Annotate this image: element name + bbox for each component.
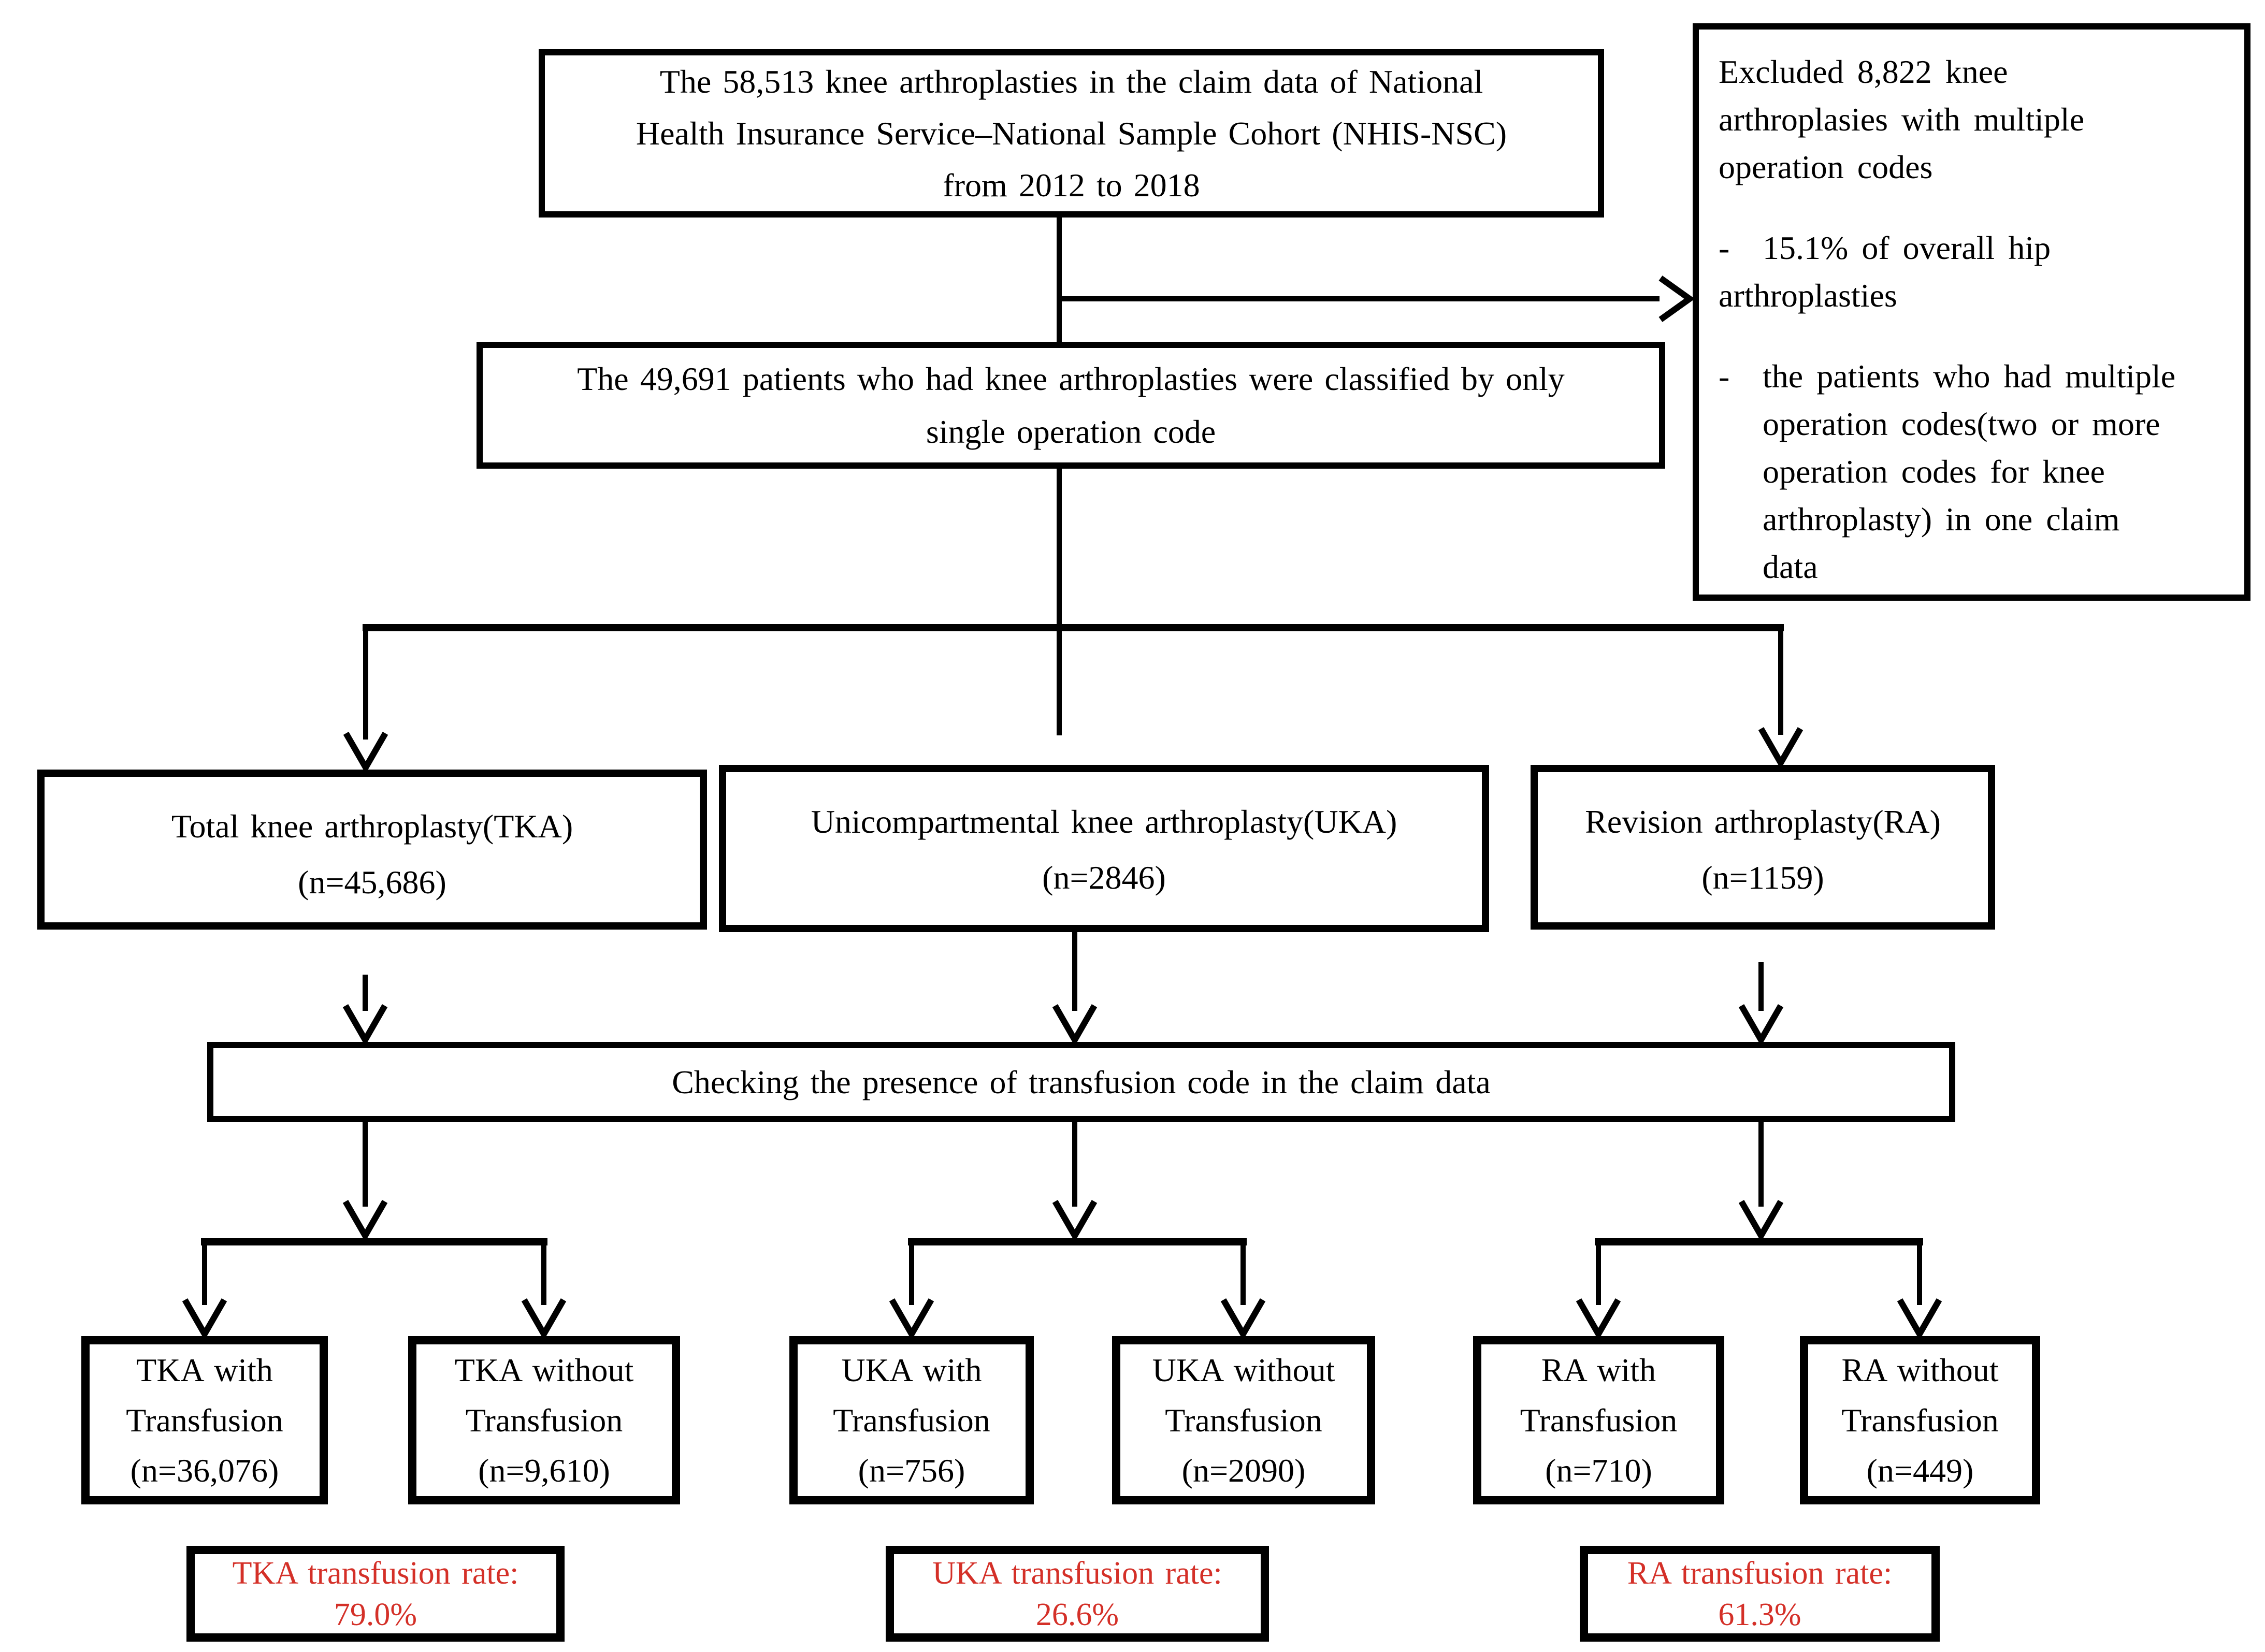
ra-without-box: RA without Transfusion (n=449)	[1800, 1336, 2040, 1504]
arrowhead-down-checking-mid-icon	[1052, 1004, 1098, 1047]
arrowhead-down-rabar-icon	[1738, 1200, 1784, 1242]
ra-without-text: Transfusion	[1841, 1402, 1999, 1439]
ra-box: Revision arthroplasty(RA) (n=1159)	[1531, 765, 1995, 930]
arrowhead-down-tka-icon	[343, 732, 388, 774]
arrowhead-down-checking-left-icon	[342, 1004, 388, 1047]
source-cohort-box: The 58,513 knee arthroplasties in the cl…	[539, 49, 1604, 218]
arrowhead-down-ra-with-icon	[1576, 1298, 1621, 1341]
excluded-text: operation codes(two or more	[1763, 405, 2160, 442]
tka-box: Total knee arthroplasty(TKA) (n=45,686)	[37, 770, 707, 930]
ra-count: (n=1159)	[1701, 859, 1824, 896]
uka-without-box: UKA without Transfusion (n=2090)	[1112, 1336, 1375, 1504]
arrowhead-right-excluded-icon	[1658, 276, 1695, 322]
uka-rate-value: 26.6%	[1035, 1597, 1119, 1632]
excluded-text: arthroplasies with multiple	[1719, 101, 2085, 138]
tka-without-count: (n=9,610)	[478, 1452, 610, 1489]
excluded-text: the patients who had multiple	[1763, 358, 2176, 395]
uka-with-box: UKA with Transfusion (n=756)	[789, 1336, 1034, 1504]
excluded-text: 15.1% of overall hip	[1763, 229, 2051, 266]
ra-without-text: RA without	[1841, 1352, 1999, 1388]
ra-rate-box: RA transfusion rate: 61.3%	[1580, 1546, 1940, 1642]
tka-rate-box: TKA transfusion rate: 79.0%	[186, 1546, 565, 1642]
excluded-bullet-2: - the patients who had multiple	[1719, 353, 2175, 400]
checking-box: Checking the presence of transfusion cod…	[207, 1042, 1955, 1122]
tka-label: Total knee arthroplasty(TKA)	[171, 808, 573, 845]
classified-box: The 49,691 patients who had knee arthrop…	[477, 342, 1665, 469]
tka-without-text: Transfusion	[465, 1402, 623, 1439]
tka-with-text: TKA with	[136, 1352, 273, 1388]
uka-without-count: (n=2090)	[1181, 1452, 1306, 1489]
uka-rate-box: UKA transfusion rate: 26.6%	[886, 1546, 1269, 1642]
source-cohort-text: Health Insurance Service–National Sample…	[636, 114, 1507, 152]
ra-with-text: RA with	[1541, 1352, 1656, 1388]
tka-without-text: TKA without	[454, 1352, 634, 1388]
bullet-dash: -	[1719, 358, 1730, 395]
uka-without-text: Transfusion	[1165, 1402, 1322, 1439]
uka-with-count: (n=756)	[858, 1452, 965, 1489]
arrowhead-down-uka-without-icon	[1220, 1298, 1266, 1341]
source-cohort-text: from 2012 to 2018	[943, 166, 1200, 204]
classified-text: The 49,691 patients who had knee arthrop…	[577, 360, 1565, 397]
arrowhead-down-ra-without-icon	[1897, 1298, 1942, 1341]
arrowhead-down-checking-right-icon	[1738, 1004, 1784, 1047]
tka-with-count: (n=36,076)	[130, 1452, 279, 1489]
excluded-text: arthroplasty) in one claim	[1763, 501, 2120, 538]
excluded-text: data	[1763, 548, 1818, 585]
excluded-text: Excluded 8,822 knee	[1719, 53, 2008, 90]
tka-with-text: Transfusion	[126, 1402, 283, 1439]
arrowhead-down-tka-with-icon	[182, 1298, 227, 1341]
ra-with-count: (n=710)	[1545, 1452, 1652, 1489]
classified-text: single operation code	[926, 413, 1216, 450]
tka-with-box: TKA with Transfusion (n=36,076)	[81, 1336, 328, 1504]
arrowhead-down-tka-without-icon	[521, 1298, 567, 1341]
excluded-text: operation codes	[1719, 149, 1933, 185]
excluded-text: arthroplasties	[1719, 277, 1897, 314]
tka-rate-label: TKA transfusion rate:	[232, 1555, 519, 1591]
uka-with-text: UKA with	[841, 1352, 982, 1388]
ra-rate-label: RA transfusion rate:	[1627, 1555, 1893, 1591]
arrowhead-down-ra-icon	[1758, 727, 1804, 770]
bullet-dash: -	[1719, 229, 1730, 266]
tka-rate-value: 79.0%	[334, 1597, 417, 1632]
ra-with-box: RA with Transfusion (n=710)	[1473, 1336, 1724, 1504]
tka-without-box: TKA without Transfusion (n=9,610)	[408, 1336, 680, 1504]
arrowhead-down-uka-with-icon	[889, 1298, 934, 1341]
uka-with-text: Transfusion	[833, 1402, 990, 1439]
source-cohort-text: The 58,513 knee arthroplasties in the cl…	[659, 63, 1483, 100]
ra-rate-value: 61.3%	[1718, 1597, 1801, 1632]
uka-label: Unicompartmental knee arthroplasty(UKA)	[811, 803, 1397, 840]
ra-without-count: (n=449)	[1866, 1452, 1974, 1489]
arrowhead-down-ukabar-icon	[1052, 1200, 1098, 1242]
ra-label: Revision arthroplasty(RA)	[1585, 803, 1941, 840]
excluded-box: Excluded 8,822 knee arthroplasies with m…	[1693, 23, 2250, 601]
excluded-text: operation codes for knee	[1763, 453, 2105, 490]
uka-without-text: UKA without	[1152, 1352, 1335, 1388]
excluded-bullet-1: - 15.1% of overall hip	[1719, 224, 2051, 272]
uka-rate-label: UKA transfusion rate:	[932, 1555, 1222, 1591]
uka-count: (n=2846)	[1042, 859, 1166, 896]
tka-count: (n=45,686)	[298, 864, 446, 901]
uka-box: Unicompartmental knee arthroplasty(UKA) …	[719, 765, 1489, 932]
arrowhead-down-tkabar-icon	[342, 1200, 388, 1242]
checking-text: Checking the presence of transfusion cod…	[672, 1063, 1491, 1100]
ra-with-text: Transfusion	[1520, 1402, 1678, 1439]
